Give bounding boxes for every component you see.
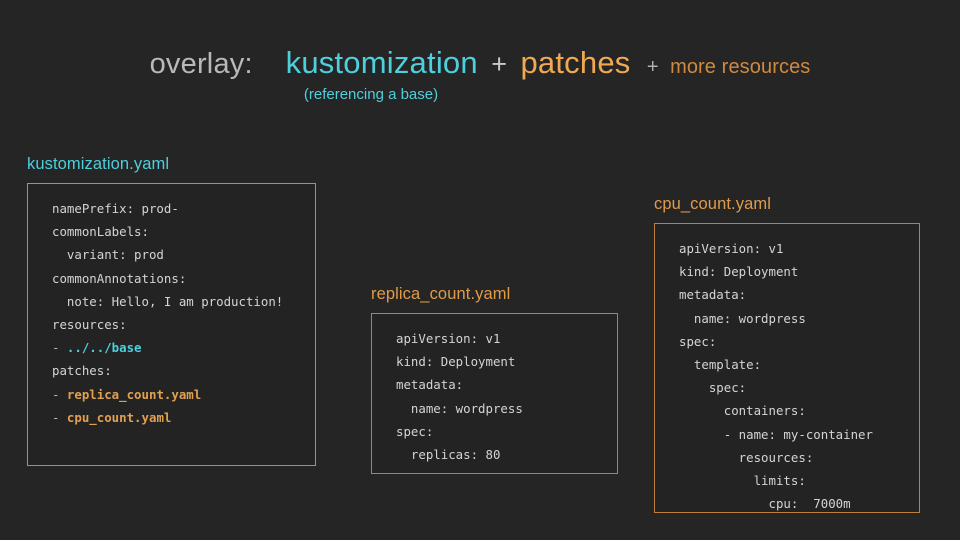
code-line: kind: Deployment <box>372 350 617 373</box>
code-token: - <box>52 386 67 402</box>
title-plus-first: + <box>491 49 508 79</box>
code-card-replica-count: replica_count.yaml apiVersion: v1 kind: D… <box>371 285 618 474</box>
code-line: - name: my-container <box>655 423 919 446</box>
code-line: apiVersion: v1 <box>372 327 617 350</box>
code-block-kustomization: namePrefix: prod-commonLabels: variant: … <box>27 183 316 466</box>
code-line: limits: <box>655 469 919 492</box>
code-token: note: Hello, I am production! <box>52 293 284 309</box>
code-line: template: <box>655 353 919 376</box>
code-line: apiVersion: v1 <box>655 237 919 260</box>
code-line: containers: <box>655 399 919 422</box>
code-token: commonAnnotations: <box>52 270 187 286</box>
code-token: spec: <box>396 423 434 439</box>
code-line: metadata: <box>372 373 617 396</box>
code-token: cpu: 7000m <box>679 496 851 512</box>
code-line: commonAnnotations: <box>28 267 315 290</box>
code-token: namePrefix: prod- <box>52 201 179 216</box>
title-term-patches: patches <box>520 45 631 80</box>
title-subtitle: (referencing a base) <box>303 86 439 103</box>
code-line: metadata: <box>655 283 919 306</box>
code-token: limits: <box>679 473 806 489</box>
code-token: apiVersion: v1 <box>679 241 784 256</box>
code-line: resources: <box>28 313 315 336</box>
code-token: - <box>52 409 67 425</box>
code-line: - cpu_count.yaml <box>28 406 315 429</box>
code-token: metadata: <box>679 287 747 303</box>
code-token: variant: prod <box>52 247 164 263</box>
code-token: apiVersion: v1 <box>396 331 501 346</box>
code-token: metadata: <box>396 377 464 393</box>
code-line: spec: <box>372 420 617 443</box>
code-token: spec: <box>679 380 747 396</box>
card-label-replica-count: replica_count.yaml <box>371 285 511 303</box>
code-card-cpu-count: cpu_count.yaml apiVersion: v1 kind: Deplo… <box>654 195 920 513</box>
code-token: replicas: 80 <box>396 447 501 463</box>
code-line: spec: <box>655 330 919 353</box>
code-token: name: wordpress <box>396 400 523 416</box>
title-prefix: overlay: <box>149 48 253 80</box>
slide-title: overlay: kustomization + patches + more … <box>0 47 960 103</box>
code-line: note: Hello, I am production! <box>28 290 315 313</box>
code-token: name: wordpress <box>679 310 806 326</box>
code-card-kustomization: kustomization.yaml namePrefix: prod-comm… <box>27 155 316 466</box>
code-line: patches: <box>28 359 315 382</box>
title-line: overlay: kustomization + patches + more … <box>0 47 960 79</box>
code-token: cpu_count.yaml <box>66 409 172 425</box>
code-line: kind: Deployment <box>655 260 919 283</box>
card-label-cpu-count: cpu_count.yaml <box>654 195 771 213</box>
code-line: name: wordpress <box>372 397 617 420</box>
code-line: resources: <box>655 446 919 469</box>
code-line: commonLabels: <box>28 220 315 243</box>
code-token: kind: Deployment <box>396 354 516 370</box>
code-line: variant: prod <box>28 243 315 266</box>
title-term-more-resources: more resources <box>670 56 811 78</box>
card-label-kustomization: kustomization.yaml <box>27 155 170 173</box>
code-token: replica_count.yaml <box>66 386 202 402</box>
code-line: - ../../base <box>28 336 315 359</box>
code-token: - <box>52 340 67 356</box>
code-line: name: wordpress <box>655 307 919 330</box>
title-term-kustomization: kustomization <box>285 45 478 80</box>
code-token: - name: my-container <box>679 426 873 442</box>
code-token: kind: Deployment <box>679 264 799 280</box>
code-token: containers: <box>679 403 806 419</box>
code-line: cpu: 7000m <box>655 492 919 515</box>
code-token: commonLabels: <box>52 224 149 240</box>
code-token: ../../base <box>66 340 142 356</box>
code-token: resources: <box>52 317 127 333</box>
code-token: template: <box>679 357 762 373</box>
code-line: spec: <box>655 376 919 399</box>
code-line: - replica_count.yaml <box>28 383 315 406</box>
code-line: replicas: 80 <box>372 443 617 466</box>
code-line: namePrefix: prod- <box>28 197 315 220</box>
code-token: patches: <box>52 363 112 379</box>
title-plus-second: + <box>646 56 659 78</box>
code-token: spec: <box>679 333 717 349</box>
code-token: resources: <box>679 449 814 465</box>
